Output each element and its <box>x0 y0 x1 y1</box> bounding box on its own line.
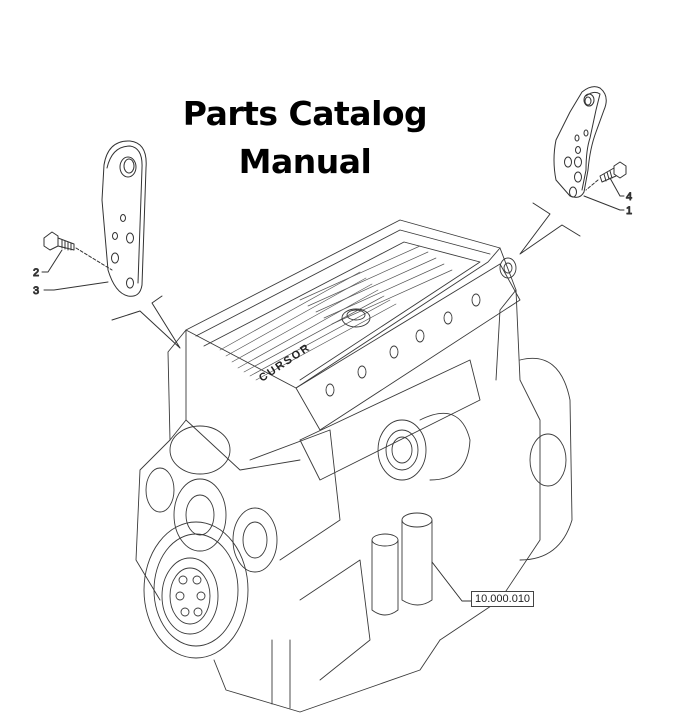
oil-filler-cap <box>341 308 371 328</box>
page-title: Parts Catalog Manual <box>150 90 460 186</box>
left-leaders <box>41 249 109 291</box>
reference-label: 10.000.010 <box>471 591 535 607</box>
title-line-1: Parts Catalog <box>182 94 428 133</box>
right-bolt <box>585 161 627 191</box>
right-lift-eye <box>499 257 517 279</box>
right-leaders <box>583 177 625 211</box>
callout-4: 4 <box>626 191 632 203</box>
callout-3: 3 <box>33 285 39 297</box>
injector-row <box>325 293 481 397</box>
left-bolt <box>43 231 113 271</box>
left-bracket <box>101 140 147 297</box>
crankshaft-pulley <box>143 521 249 659</box>
valve-cover-brand: CURSOR <box>257 341 313 384</box>
left-mount-arrow <box>111 295 181 349</box>
right-mount-arrow <box>519 202 581 255</box>
reference-leader <box>431 561 472 602</box>
callout-2: 2 <box>33 267 39 279</box>
engine: CURSOR <box>135 219 573 713</box>
turbo-inlet <box>377 419 427 481</box>
title-line-2: Manual <box>238 142 372 181</box>
callout-1: 1 <box>626 205 632 217</box>
valve-cover-ribs <box>219 245 453 381</box>
right-bracket <box>553 86 607 198</box>
